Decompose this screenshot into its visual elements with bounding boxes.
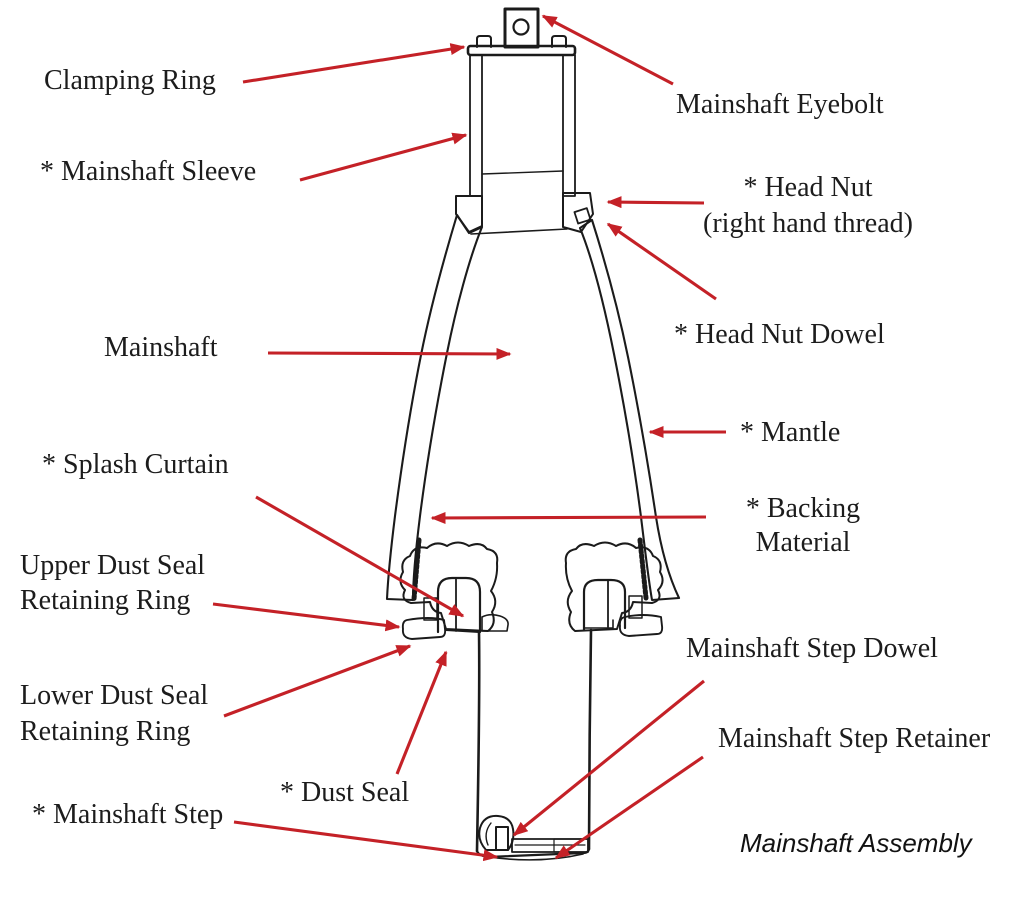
diagram-caption: Mainshaft Assembly	[740, 828, 972, 858]
top-tab-right	[551, 35, 567, 48]
clamping-ring-arrow	[242, 43, 466, 84]
backing-material-arrow	[430, 511, 707, 524]
step-bottom-arc	[488, 853, 584, 861]
mantle-right	[578, 218, 681, 602]
mainshaft-eyebolt-label: Mainshaft Eyebolt	[676, 89, 884, 120]
head-nut-dowel-shape	[573, 207, 592, 225]
sleeve-wall-right	[562, 54, 576, 197]
mainshaft-eyebolt-arrow	[541, 14, 674, 86]
sleeve-wall-left	[469, 54, 483, 197]
seal-ledge-left	[445, 629, 480, 633]
lower-dust-seal-label-line1: Lower Dust Seal	[20, 680, 209, 711]
top-tab-left	[476, 35, 492, 48]
dust-seal-inner-left	[481, 613, 509, 632]
head-nut-dowel-arrow	[606, 222, 717, 301]
head-nut-label-line2: (right hand thread)	[703, 208, 913, 239]
mainshaft-step-retainer-label: Mainshaft Step Retainer	[718, 723, 991, 754]
backing-material-label-line1: * Backing	[745, 493, 861, 524]
mainshaft-step-swirl	[485, 822, 492, 846]
backing-material-right	[637, 537, 649, 601]
mainshaft-step-label: * Mainshaft Step	[32, 799, 224, 830]
backing-material-label-line2: Material	[755, 527, 851, 558]
head-nut-arrow	[606, 196, 705, 209]
dust-seal-label: * Dust Seal	[280, 777, 410, 808]
head-nut-left	[455, 195, 483, 233]
seal-ledge-right	[583, 619, 614, 629]
mainshaft-step-retainer-arrow	[554, 755, 704, 860]
head-nut-label: * Head Nut (right hand thread)	[668, 170, 948, 242]
mainshaft-sleeve-label: * Mainshaft Sleeve	[40, 156, 257, 187]
dust-seal-rings-right	[618, 614, 664, 637]
dust-seal-stem-right	[628, 595, 643, 619]
mantle-left	[385, 213, 484, 602]
mainshaft-step-arrow	[233, 820, 499, 862]
lower-dust-seal-arrow	[223, 644, 412, 718]
head-casting-left	[399, 541, 499, 632]
clamping-ring-shape	[466, 44, 577, 57]
mantle-label: * Mantle	[740, 417, 841, 448]
upper-dust-seal-label: Upper Dust Seal Retaining Ring	[20, 548, 205, 618]
mainshaft-arrow	[267, 347, 512, 360]
eyebolt-shape	[503, 7, 540, 49]
mainshaft-sleeve-arrow	[299, 132, 468, 182]
dust-seal-rings-left	[401, 617, 447, 640]
head-nut-dowel-label: * Head Nut Dowel	[674, 319, 885, 350]
clamping-ring-label: Clamping Ring	[44, 65, 216, 96]
shaft-wall-right	[587, 628, 593, 851]
upper-dust-seal-label-line1: Upper Dust Seal	[20, 550, 206, 581]
eyebolt-hole	[512, 18, 530, 36]
head-nut-label-line1: * Head Nut	[743, 172, 873, 203]
mainshaft-shoulder-line	[470, 228, 568, 235]
splash-curtain-arrow	[255, 495, 465, 618]
splash-curtain-groove-left	[436, 576, 482, 634]
lower-dust-seal-label: Lower Dust Seal Retaining Ring	[20, 678, 208, 750]
mainshaft-step-dowel-arrow	[512, 679, 705, 837]
mainshaft-step-dowel-label: Mainshaft Step Dowel	[686, 633, 938, 664]
head-casting-right	[564, 541, 664, 632]
backing-material-label: * Backing Material	[723, 492, 883, 560]
splash-curtain-label: * Splash Curtain	[42, 449, 229, 480]
shaft-wall-left	[475, 630, 481, 853]
lower-dust-seal-label-line2: Retaining Ring	[20, 716, 191, 747]
step-dowel-shape	[495, 826, 509, 851]
dust-seal-arrow	[395, 650, 448, 775]
upper-dust-seal-arrow	[212, 602, 401, 632]
mainshaft-step-shape	[478, 814, 515, 851]
step-retainer-hatch	[553, 838, 589, 853]
mainshaft-label: Mainshaft	[104, 332, 218, 363]
sleeve-joint-line	[481, 170, 564, 175]
upper-dust-seal-label-line2: Retaining Ring	[20, 585, 191, 616]
splash-curtain-groove-right	[582, 578, 627, 632]
